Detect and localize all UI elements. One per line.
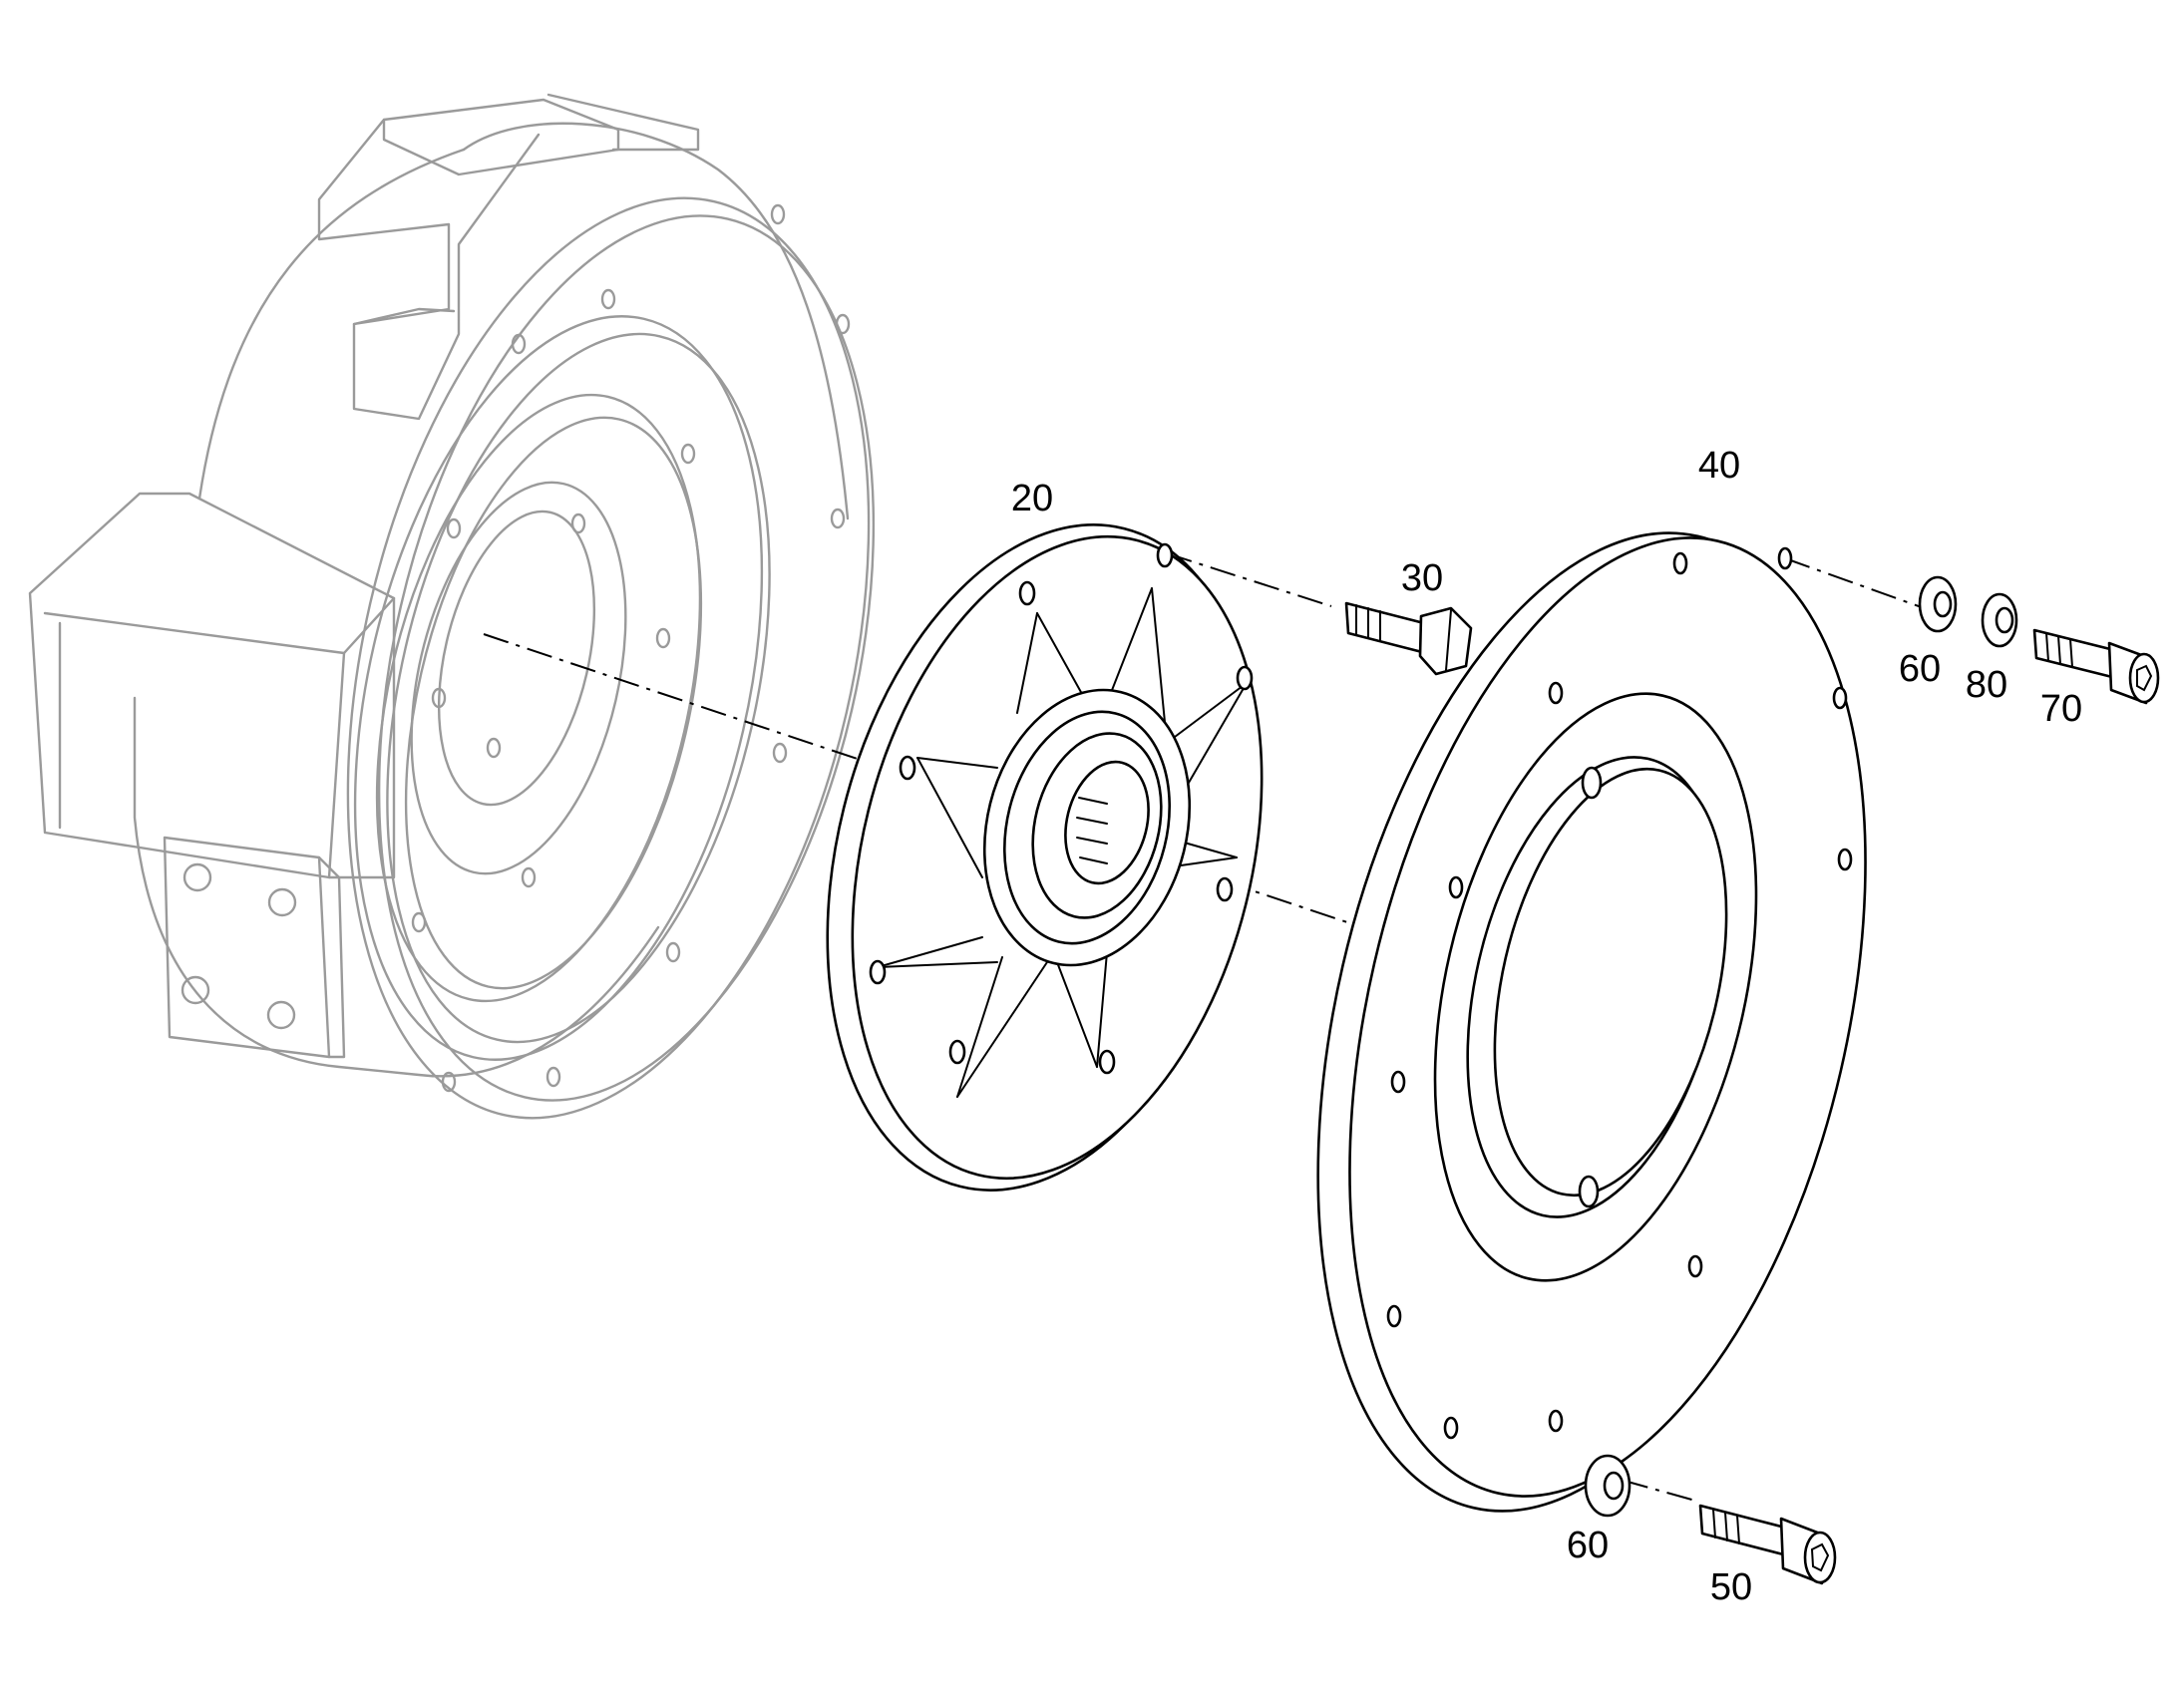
hex-bolt-part-30 bbox=[1344, 601, 1473, 676]
lock-washer-part-80 bbox=[1981, 592, 2018, 648]
callout-60-bottom: 60 bbox=[1566, 1525, 1610, 1566]
housing-bolt-holes bbox=[411, 203, 851, 1093]
washer-part-60-top bbox=[1918, 575, 1958, 633]
adapter-plate-part-40 bbox=[1316, 531, 1867, 1513]
callout-20: 20 bbox=[1010, 478, 1054, 519]
housing-assembly bbox=[28, 93, 876, 1120]
coupling-disc-part-20 bbox=[826, 523, 1264, 1192]
washer-part-60-bottom bbox=[1584, 1454, 1632, 1518]
socket-screw-part-50 bbox=[1698, 1504, 1837, 1585]
callout-30: 30 bbox=[1400, 557, 1444, 599]
callout-80: 80 bbox=[1965, 664, 2008, 706]
callout-40: 40 bbox=[1697, 445, 1741, 487]
callout-70: 70 bbox=[2039, 688, 2083, 730]
socket-screw-part-70 bbox=[2032, 628, 2160, 705]
callout-50: 50 bbox=[1709, 1566, 1753, 1608]
callout-60-top: 60 bbox=[1898, 648, 1942, 690]
